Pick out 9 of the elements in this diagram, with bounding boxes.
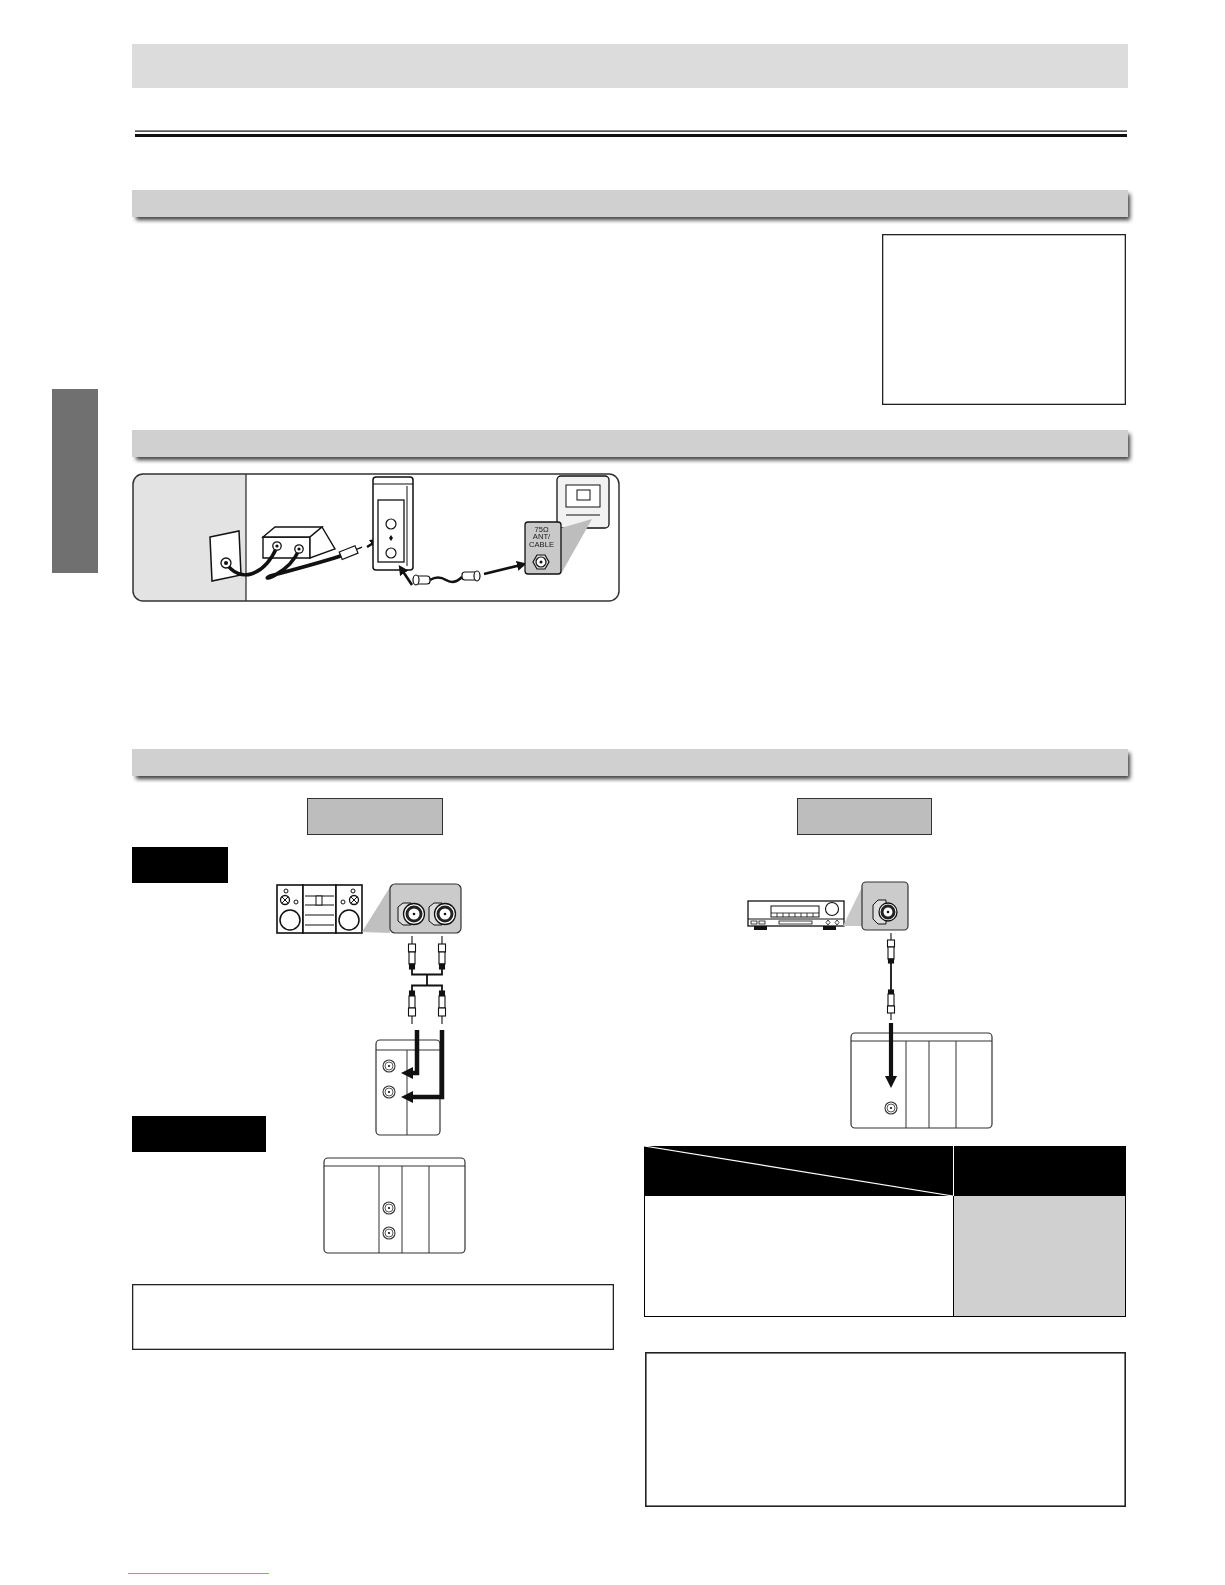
- step-tag: [132, 847, 228, 883]
- side-tab: [52, 389, 98, 573]
- note-box: [132, 1284, 614, 1350]
- title-banner: [132, 44, 1128, 88]
- step-tag: [132, 1116, 266, 1152]
- section-tag: [797, 798, 932, 835]
- note-box: [645, 1352, 1126, 1507]
- note-box: [882, 234, 1126, 405]
- section-tag: [307, 798, 443, 835]
